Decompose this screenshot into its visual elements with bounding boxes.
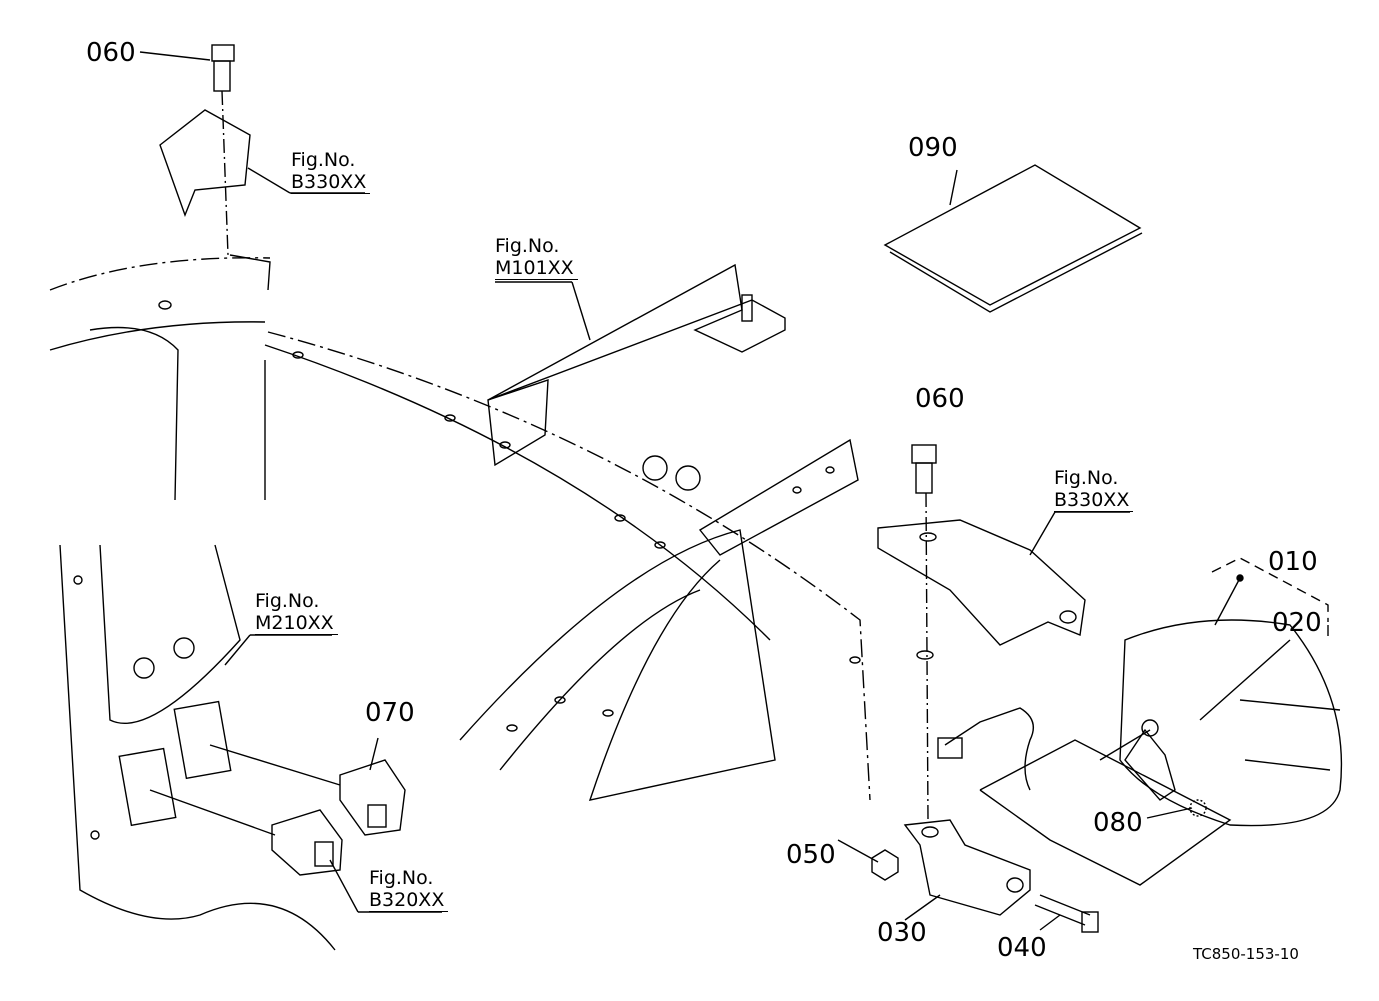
part-label-050: 050 — [786, 840, 836, 870]
fig-ref-m101: Fig.No. M101XX — [495, 235, 578, 280]
part-label-060-top: 060 — [86, 38, 136, 68]
part-label-090: 090 — [908, 133, 958, 163]
frame-holes — [158, 300, 934, 732]
fig-ref-b330-top: Fig.No. B330XX — [291, 149, 371, 194]
part-label-010: 010 — [1268, 547, 1318, 577]
fig-ref-m210: Fig.No. M210XX — [255, 590, 338, 635]
fig-ref-b330-right: Fig.No. B330XX — [1054, 467, 1134, 512]
fig-ref-b320: Fig.No. B320XX — [369, 867, 449, 912]
leader-lines — [139, 51, 1291, 931]
part-label-020: 020 — [1272, 608, 1322, 638]
part-label-070: 070 — [365, 698, 415, 728]
part-label-080: 080 — [1093, 808, 1143, 838]
drawing-code: TC850-153-10 — [1193, 945, 1299, 963]
part-label-060-mid: 060 — [915, 384, 965, 414]
part-label-040: 040 — [997, 933, 1047, 963]
part-label-030: 030 — [877, 918, 927, 948]
